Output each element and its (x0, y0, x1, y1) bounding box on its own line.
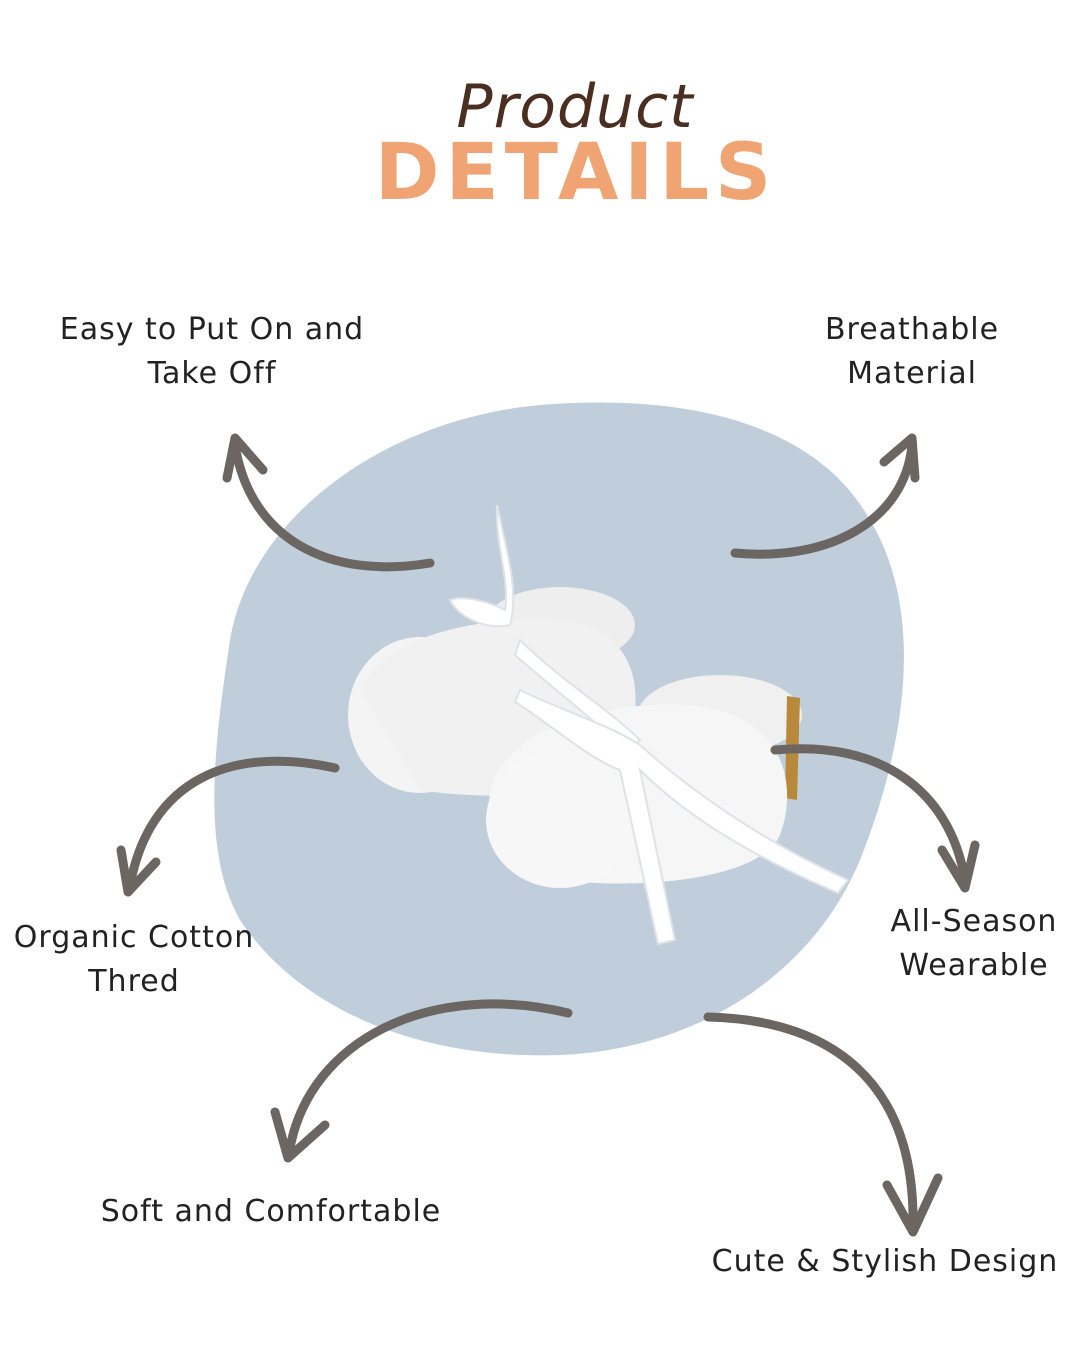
feature-easy-on-off-line1: Easy to Put On and (59, 312, 365, 347)
feature-soft-comfortable: Soft and Comfortable (100, 1194, 442, 1229)
curved-arrow-icon (230, 440, 435, 572)
feature-all-season-line1: All-Season (890, 904, 1058, 939)
feature-organic-cotton: Organic Cotton Thred (5, 916, 263, 1004)
curved-arrow-icon (770, 744, 970, 885)
curved-arrow-icon (125, 756, 340, 890)
feature-organic-cotton-line1: Organic Cotton (13, 920, 255, 955)
feature-all-season-line2: Wearable (899, 948, 1049, 983)
feature-breathable: Breathable Material (812, 308, 1012, 396)
feature-all-season: All-Season Wearable (880, 900, 1068, 988)
feature-organic-cotton-line2: Thred (88, 964, 180, 999)
curved-arrow-icon (879, 433, 920, 483)
feature-breathable-line2: Material (847, 356, 977, 391)
feature-easy-on-off: Easy to Put On and Take Off (52, 308, 372, 396)
curved-arrow-icon (116, 845, 161, 897)
curved-arrow-icon (703, 1012, 918, 1230)
feature-breathable-line1: Breathable (824, 312, 1000, 347)
bootie-front-toe (486, 752, 634, 888)
title-details: DETAILS (374, 128, 778, 218)
curved-arrow-icon (270, 1107, 330, 1163)
feature-cute-stylish: Cute & Stylish Design (711, 1244, 1059, 1279)
ribbon-front (513, 688, 850, 946)
baby-booties (348, 504, 850, 946)
curved-arrow-icon (937, 840, 980, 893)
curved-arrow-icon (222, 433, 268, 483)
ribbon-back (448, 504, 515, 628)
curved-arrow-icon (285, 999, 573, 1153)
curved-arrow-icon (730, 440, 917, 559)
curved-arrow-icon (882, 1173, 943, 1237)
title-product: Product (456, 72, 694, 142)
feature-easy-on-off-line2: Take Off (147, 356, 277, 391)
